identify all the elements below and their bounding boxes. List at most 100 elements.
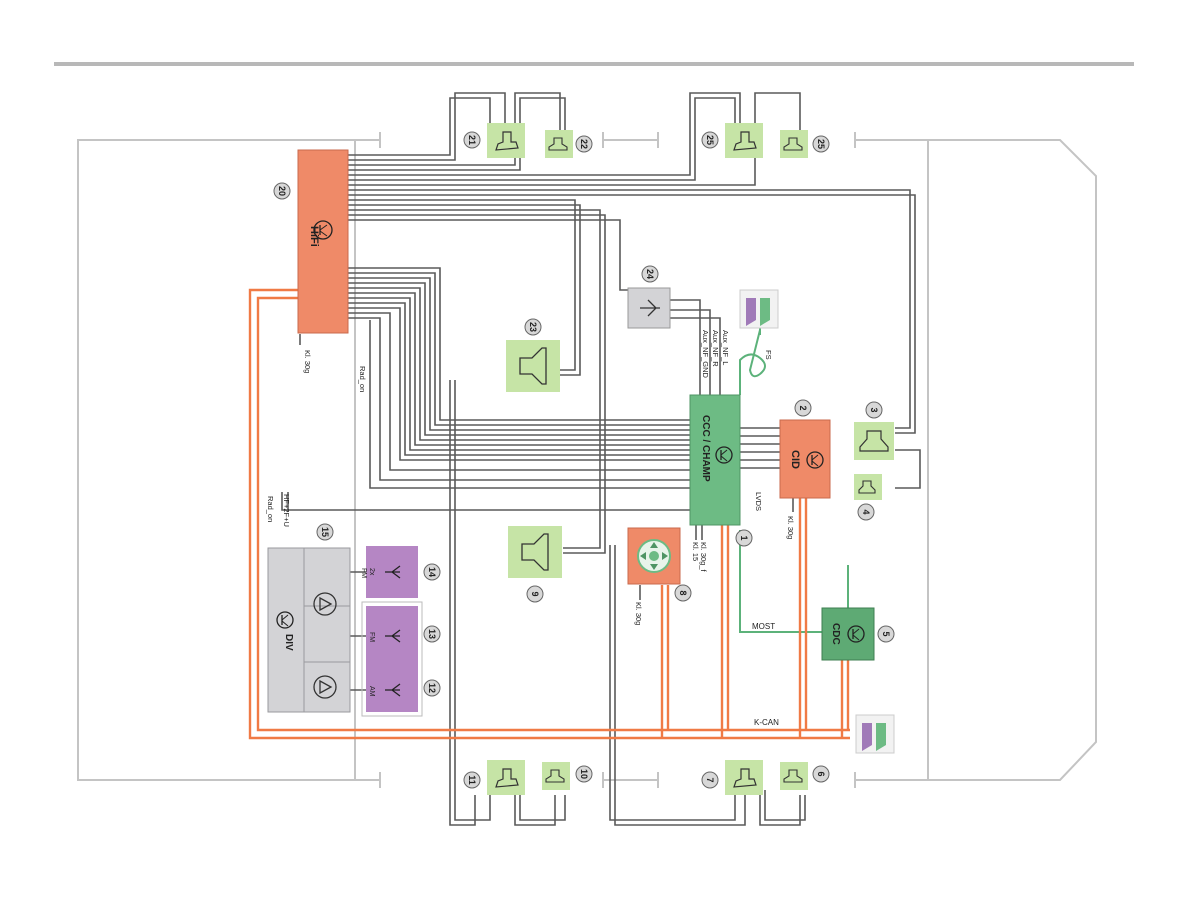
svg-text:1: 1 xyxy=(739,535,749,540)
div-label: DIV xyxy=(283,634,294,651)
rad-on-label-b: Rad_on xyxy=(266,496,275,522)
speaker-4 xyxy=(854,474,882,500)
antenna-13 xyxy=(366,606,418,662)
controller-unit xyxy=(627,527,681,585)
ccc-box xyxy=(689,394,741,526)
antenna-13-label: FM xyxy=(368,632,375,642)
transistor-icon xyxy=(847,625,865,643)
number-badge-11: 11 xyxy=(463,771,481,789)
number-badge-12: 12 xyxy=(423,679,441,697)
speaker-icon xyxy=(495,131,519,151)
antenna-group: 2xFM FM AM xyxy=(360,546,423,717)
socket-icon xyxy=(640,299,660,317)
signal-labels: Kl. 30g Rad_on Rad_on HF+2F+U Aux_NF_GND… xyxy=(266,330,795,727)
speaker-7 xyxy=(725,760,763,795)
number-badge-21: 21 xyxy=(463,131,481,149)
number-badge-7: 7 xyxy=(701,771,719,789)
transistor-icon xyxy=(276,611,294,629)
speaker-icon xyxy=(519,347,547,385)
svg-text:24: 24 xyxy=(645,269,655,279)
speaker-25b xyxy=(780,130,808,158)
svg-text:3: 3 xyxy=(869,407,879,412)
speaker-22 xyxy=(545,130,573,158)
kl30g-ctrl-label: Kl. 30g xyxy=(634,602,643,625)
cid-display: CID xyxy=(779,419,831,499)
transistor-icon xyxy=(313,220,333,240)
speaker-icon xyxy=(858,480,876,494)
antenna-14-label: 2xFM xyxy=(360,568,375,578)
diversity-module: DIV xyxy=(267,547,351,713)
svg-text:25: 25 xyxy=(705,135,715,145)
speaker-11 xyxy=(487,760,525,795)
kcan-bus xyxy=(248,288,850,740)
number-badge-10: 10 xyxy=(575,765,593,783)
kl30g-cid-label: Kl. 30g xyxy=(786,516,795,539)
antenna-12 xyxy=(366,662,418,712)
svg-text:6: 6 xyxy=(816,771,826,776)
header-rule xyxy=(54,62,1134,66)
number-badge-4: 4 xyxy=(857,503,875,521)
speaker-icon xyxy=(733,768,757,788)
kcan-label: K-CAN xyxy=(754,718,779,727)
most-fiber xyxy=(739,325,849,633)
aux-in-socket xyxy=(627,287,671,329)
speaker-9 xyxy=(508,526,562,578)
kl30g-hifi-label: Kl. 30g xyxy=(303,350,312,373)
speakers xyxy=(487,123,894,795)
number-badge-20: 20 xyxy=(273,182,291,200)
svg-text:21: 21 xyxy=(467,135,477,145)
ccc-head-unit: CCC / CHAMP xyxy=(689,394,741,526)
number-badge-9: 9 xyxy=(526,585,544,603)
svg-text:11: 11 xyxy=(467,775,477,785)
cid-box xyxy=(779,419,831,499)
div-box xyxy=(267,547,351,713)
number-badge-13: 13 xyxy=(423,625,441,643)
kl15-label: Kl. 15 xyxy=(691,542,700,561)
number-badge-24: 24 xyxy=(641,265,659,283)
audio-wire-bundle xyxy=(281,92,921,826)
speaker-icon xyxy=(545,769,565,783)
speaker-icon xyxy=(733,131,757,151)
bus-terminator-icon xyxy=(855,714,895,754)
svg-text:12: 12 xyxy=(427,683,437,693)
hf-power-label: HF+2F+U xyxy=(282,494,291,527)
svg-text:20: 20 xyxy=(277,186,287,196)
svg-text:14: 14 xyxy=(427,567,437,577)
svg-text:15: 15 xyxy=(320,527,330,537)
svg-text:13: 13 xyxy=(427,629,437,639)
speaker-25a xyxy=(725,123,763,158)
svg-text:4: 4 xyxy=(861,509,871,514)
number-badge-5: 5 xyxy=(877,625,895,643)
kl30g-ccc-label: Kl. 30g_f xyxy=(699,542,708,573)
transistor-icon xyxy=(806,451,824,469)
most-label: MOST xyxy=(752,622,775,631)
number-badge-15: 15 xyxy=(316,523,334,541)
number-badge-8: 8 xyxy=(674,584,692,602)
aux-gnd-label: Aux_NF_GND xyxy=(701,330,710,379)
number-badge-6: 6 xyxy=(812,765,830,783)
number-badge-1: 1 xyxy=(735,529,753,547)
fs-label: FS xyxy=(764,350,773,360)
hifi-box xyxy=(297,149,349,334)
number-badge-25b: 25 xyxy=(812,135,830,153)
number-badge-14: 14 xyxy=(423,563,441,581)
svg-text:25: 25 xyxy=(816,139,826,149)
bus-terminator-icon xyxy=(739,289,779,329)
number-badge-25a: 25 xyxy=(701,131,719,149)
speaker-21 xyxy=(487,123,525,158)
antenna-12-label: AM xyxy=(368,686,375,697)
svg-text:7: 7 xyxy=(705,777,715,782)
ccc-label: CCC / CHAMP xyxy=(700,415,711,482)
speaker-6 xyxy=(780,762,808,790)
aux-r-label: Aux_NF_R xyxy=(711,330,720,367)
number-badge-22: 22 xyxy=(575,135,593,153)
speaker-10 xyxy=(542,762,570,790)
lvds-label: LVDS xyxy=(754,492,763,511)
speaker-icon xyxy=(783,137,803,151)
speaker-icon xyxy=(548,137,568,151)
cid-label: CID xyxy=(789,450,801,469)
speaker-23 xyxy=(506,340,560,392)
cdc-label: CDC xyxy=(830,623,841,645)
svg-text:23: 23 xyxy=(528,322,538,332)
